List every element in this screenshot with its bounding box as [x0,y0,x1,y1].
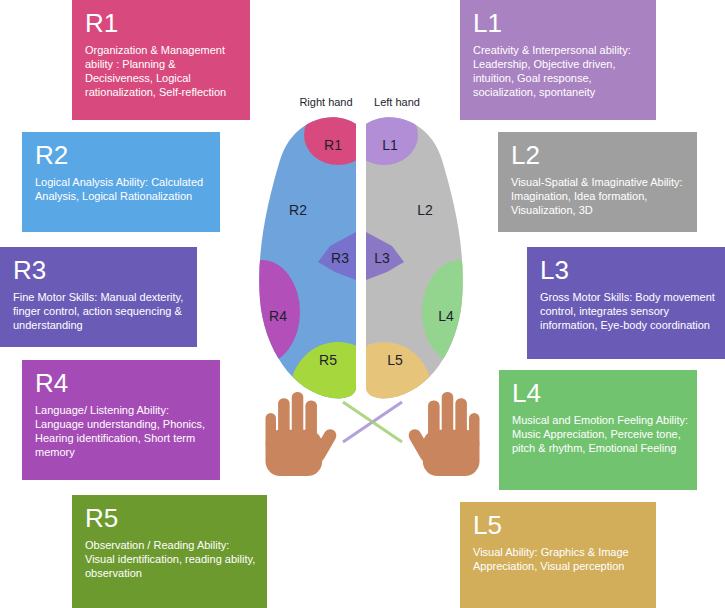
region-r3 [318,232,356,280]
box-heading: R2 [35,141,212,170]
box-heading: R4 [35,369,212,398]
hand-label: Right hand [299,96,352,108]
box-heading: R3 [13,256,189,285]
box-description: Creativity & Interpersonal ability: Lead… [473,43,648,100]
ability-box: R3Fine Motor Skills: Manual dexterity, f… [0,247,197,347]
ability-box: R4Language/ Listening Ability: Language … [22,360,220,480]
region-label: R1 [324,137,342,153]
region-l1 [350,105,418,165]
box-heading: L1 [473,9,648,38]
ability-box: R5Observation / Reading Ability: Visual … [72,495,267,608]
hand-illustration [406,392,479,476]
ability-box: R2Logical Analysis Ability: Calculated A… [22,132,220,232]
box-description: Organization & Management ability : Plan… [85,43,242,100]
region-label: L2 [417,202,433,218]
left-hemisphere [336,100,498,442]
region-l5 [336,342,432,442]
ability-box: R1Organization & Management ability : Pl… [72,0,250,120]
box-description: Visual-Spatial & Imaginative Ability: Im… [511,175,689,218]
region-label: R2 [289,202,307,218]
region-l3 [366,232,404,280]
right-hemisphere [224,100,386,442]
ability-box: L4Musical and Emotion Feeling Ability: M… [499,370,697,490]
box-description: Logical Analysis Ability: Calculated Ana… [35,175,212,204]
ability-box: L1Creativity & Interpersonal ability: Le… [460,0,656,120]
box-heading: L4 [512,379,689,408]
hand-label: Left hand [374,96,420,108]
box-description: Fine Motor Skills: Manual dexterity, fin… [13,290,189,333]
box-heading: L2 [511,141,689,170]
cross-line [343,402,402,442]
ability-box: L5Visual Ability: Graphics & Image Appre… [460,502,656,608]
cross-line [343,402,402,442]
box-description: Musical and Emotion Feeling Ability: Mus… [512,413,689,456]
box-heading: R1 [85,9,242,38]
ability-box: L2Visual-Spatial & Imaginative Ability: … [498,132,697,232]
box-heading: L3 [540,256,717,285]
region-r1 [304,105,372,165]
ability-box: L3Gross Motor Skills: Body movement cont… [527,247,725,359]
box-heading: R5 [85,504,259,533]
region-l4 [422,260,498,364]
region-label: R5 [319,352,337,368]
region-label: L4 [438,308,454,324]
box-heading: L5 [473,511,648,540]
region-label: L3 [374,250,390,266]
region-label: L5 [387,352,403,368]
box-description: Visual Ability: Graphics & Image Appreci… [473,545,648,574]
region-label: L1 [382,137,398,153]
hand-illustration [266,392,339,476]
region-r4 [224,260,300,364]
box-description: Observation / Reading Ability: Visual id… [85,538,259,581]
box-description: Language/ Listening Ability: Language un… [35,403,212,460]
region-label: R3 [331,250,349,266]
region-label: R4 [269,308,287,324]
box-description: Gross Motor Skills: Body movement contro… [540,290,717,333]
